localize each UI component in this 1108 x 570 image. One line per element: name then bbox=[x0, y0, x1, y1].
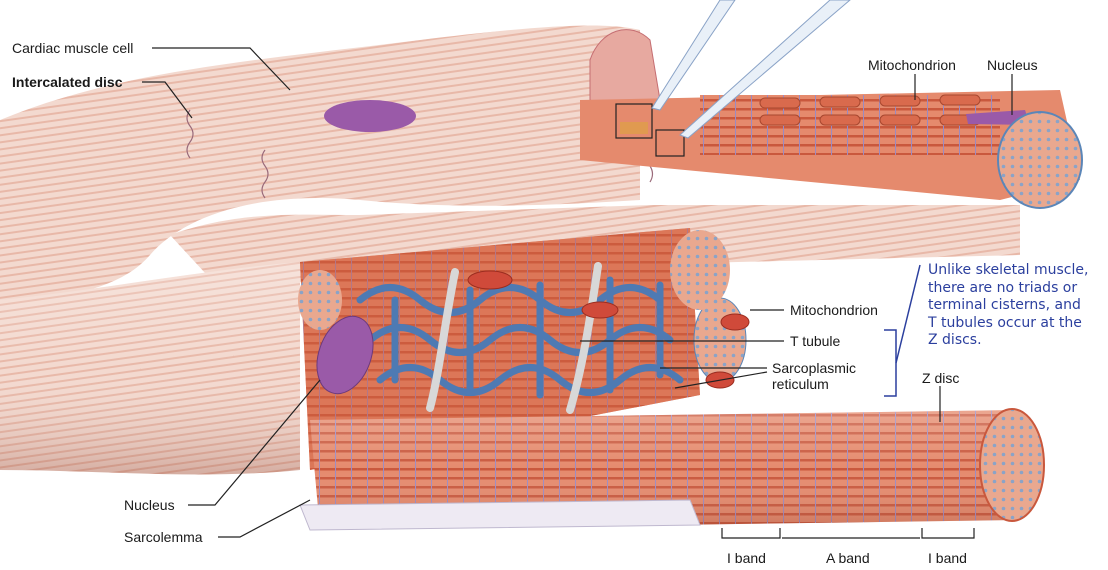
label-mitochondrion-top: Mitochondrion bbox=[868, 57, 956, 73]
label-a-band: A band bbox=[826, 550, 870, 566]
label-sarcolemma: Sarcolemma bbox=[124, 529, 203, 545]
label-sarcoplasmic-reticulum: Sarcoplasmic reticulum bbox=[772, 360, 856, 392]
note-line-5: Z discs. bbox=[928, 332, 1106, 350]
label-sarcoplasmic-line1: Sarcoplasmic bbox=[772, 360, 856, 376]
label-nucleus: Nucleus bbox=[124, 497, 175, 513]
nucleus-pale bbox=[324, 100, 416, 132]
note-bracket bbox=[884, 265, 920, 396]
label-mitochondrion: Mitochondrion bbox=[790, 302, 878, 318]
band-brackets bbox=[722, 528, 974, 538]
label-sarcoplasmic-line2: reticulum bbox=[772, 376, 829, 392]
label-z-disc: Z disc bbox=[922, 370, 959, 386]
note-line-1: Unlike skeletal muscle, bbox=[928, 262, 1106, 280]
label-i-band-left: I band bbox=[727, 550, 766, 566]
label-cardiac-muscle-cell: Cardiac muscle cell bbox=[12, 40, 133, 56]
label-i-band-right: I band bbox=[928, 550, 967, 566]
label-nucleus-top: Nucleus bbox=[987, 57, 1038, 73]
note-line-3: terminal cisterns, and bbox=[928, 297, 1106, 315]
label-intercalated-disc: Intercalated disc bbox=[12, 74, 123, 90]
sarcolemma-fold bbox=[590, 30, 660, 108]
note-line-4: T tubules occur at the bbox=[928, 315, 1106, 333]
label-t-tubule: T tubule bbox=[790, 333, 840, 349]
skeletal-comparison-note: Unlike skeletal muscle, there are no tri… bbox=[928, 262, 1106, 350]
note-line-2: there are no triads or bbox=[928, 280, 1106, 298]
